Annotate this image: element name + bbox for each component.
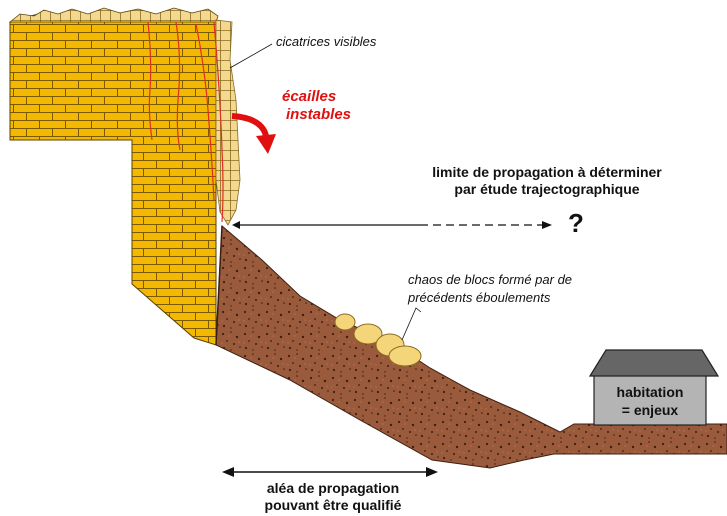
- house-roof: [588, 349, 720, 377]
- label-unstable-scales-1: écailles: [282, 88, 337, 105]
- scars-leader-line: [229, 43, 273, 69]
- label-house-1: habitation: [616, 384, 684, 400]
- cliff: [9, 11, 217, 346]
- cliff-top-rubble: [8, 7, 219, 23]
- hazard-range-arrow: [222, 467, 438, 477]
- label-limit-1: limite de propagation à déterminer: [432, 164, 662, 180]
- house: [588, 349, 720, 426]
- label-hazard-1: aléa de propagation: [266, 480, 400, 496]
- label-house-2: = enjeux: [621, 402, 679, 418]
- label-scars: cicatrices visibles: [276, 34, 377, 49]
- propagation-limit-arrow: [232, 221, 552, 229]
- label-hazard-2: pouvant être qualifié: [264, 497, 402, 513]
- label-chaos-1: chaos de blocs formé par de: [408, 272, 573, 287]
- scree-slope: [215, 224, 727, 469]
- question-mark: ?: [568, 208, 584, 238]
- label-chaos-2: précédents éboulements: [408, 290, 551, 305]
- boulders: [334, 313, 422, 367]
- unstable-scales: [215, 19, 241, 226]
- chaos-leader-line: [401, 307, 422, 341]
- fissures: [147, 21, 224, 223]
- house-wall: [593, 374, 707, 426]
- red-curved-arrow: [231, 113, 276, 154]
- label-unstable-scales-2: instables: [286, 106, 352, 123]
- label-limit-2: par étude trajectographique: [454, 181, 640, 197]
